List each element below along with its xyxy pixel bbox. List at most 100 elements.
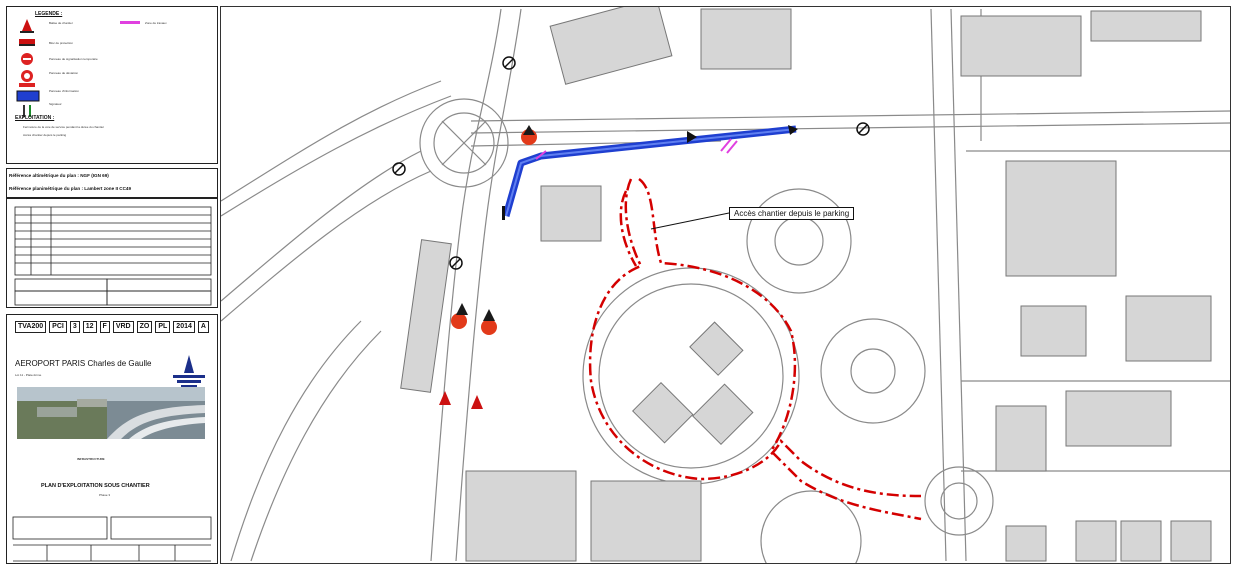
code-8: 2014 bbox=[173, 321, 195, 333]
barrier-icon bbox=[19, 39, 35, 44]
revisions-grid bbox=[14, 206, 212, 306]
plan-phase: Phase 3 bbox=[99, 493, 111, 497]
no-entry-signs bbox=[392, 56, 870, 270]
worksite-route-3 bbox=[619, 190, 638, 267]
no-entry-bar bbox=[23, 58, 31, 60]
worksite-route bbox=[588, 177, 922, 521]
building-15 bbox=[465, 470, 577, 562]
plan-title: PLAN D'EXPLOITATION SOUS CHANTIER bbox=[41, 483, 150, 489]
building-5 bbox=[1005, 160, 1117, 277]
code-9: A bbox=[197, 321, 209, 333]
work-zone-markers bbox=[535, 138, 738, 160]
logo-icon bbox=[173, 355, 205, 388]
roundabout-north bbox=[746, 188, 852, 294]
detour-sign-icon-2 bbox=[451, 313, 467, 329]
cartouche-codes: TVA200 PCI 3 12 F VRD ZO PL 2014 A bbox=[15, 321, 209, 333]
roundabout-west-cross-2 bbox=[441, 120, 487, 166]
legend-label-3: Panneau de signalisation temporaire bbox=[49, 57, 98, 61]
cone-base bbox=[20, 31, 34, 33]
legend-label-2: Bloc de protection bbox=[49, 41, 74, 45]
roundabouts bbox=[419, 98, 994, 563]
barrier-stripe bbox=[19, 44, 35, 46]
building-2 bbox=[700, 8, 792, 70]
legend-label-6: Signaleur bbox=[49, 102, 62, 106]
exploitation-line-2: Accès chantier depuis le parking bbox=[23, 133, 67, 137]
exploitation-title: EXPLOITATION : bbox=[15, 115, 55, 121]
no-entry-icon-3-bar bbox=[451, 258, 461, 268]
code-3: 12 bbox=[82, 321, 97, 333]
building-17 bbox=[632, 382, 694, 444]
roundabout-west-inner bbox=[433, 112, 495, 174]
map-canvas bbox=[221, 7, 1230, 563]
code-2: 3 bbox=[69, 321, 80, 333]
building-9 bbox=[995, 405, 1047, 472]
detour-sign-icon-1-top bbox=[523, 125, 535, 135]
no-entry-icon-1-bar bbox=[504, 58, 514, 68]
ref-planimetric: Référence planimétrique du plan : Lamber… bbox=[9, 186, 132, 191]
cartouche: TVA200 PCI 3 12 F VRD ZO PL 2014 A AEROP… bbox=[6, 314, 218, 564]
exploitation-line-1: Fermeture de la voie de service pendant … bbox=[23, 125, 105, 129]
map-callout: Accès chantier depuis le parking bbox=[729, 207, 855, 220]
building-20 bbox=[400, 239, 452, 393]
roundabout-north-inner bbox=[774, 216, 824, 266]
flag-icon-3 bbox=[502, 206, 505, 220]
legend-title: LEGENDE : bbox=[35, 11, 63, 17]
legend-label-1: Balise de chantier bbox=[49, 21, 73, 25]
cone-icon bbox=[22, 19, 32, 31]
callout-leader bbox=[650, 212, 730, 230]
building-12 bbox=[1170, 520, 1212, 562]
detour-sign-post bbox=[19, 83, 35, 87]
building-3 bbox=[960, 15, 1082, 77]
roundabout-east-inner bbox=[940, 482, 978, 520]
building-19 bbox=[689, 321, 744, 376]
legend-label-5: Panneau d'information bbox=[49, 89, 79, 93]
roundabout-east bbox=[924, 466, 994, 536]
plan-subtitle: INFRASTRUCTURE bbox=[77, 457, 105, 461]
code-5: VRD bbox=[112, 321, 134, 333]
flag-icon-2 bbox=[788, 125, 798, 135]
cone-icon-2 bbox=[471, 395, 483, 409]
building-14 bbox=[540, 185, 602, 242]
roundabout-ne bbox=[820, 318, 926, 424]
work-zone-marker-1 bbox=[535, 150, 547, 160]
legend-box: LEGENDE : Balise de chantier Bloc de pro… bbox=[6, 6, 218, 164]
road-network bbox=[221, 8, 1230, 562]
roundabout-south bbox=[760, 490, 862, 563]
detour-sign-icon-2-top bbox=[456, 303, 468, 315]
work-zone-marker-3 bbox=[726, 140, 738, 154]
airport-zone: Lot 11 - Plate-forme bbox=[15, 373, 42, 377]
cartouche-lower-grid bbox=[12, 516, 212, 562]
flag-markers bbox=[502, 125, 798, 220]
detour-sign-icon-3-top bbox=[483, 309, 495, 321]
side-panel: LEGENDE : Balise de chantier Bloc de pro… bbox=[6, 6, 218, 564]
building-10 bbox=[1075, 520, 1117, 562]
code-4: F bbox=[99, 321, 110, 333]
code-6: ZO bbox=[136, 321, 153, 333]
detour-sign-inner bbox=[24, 73, 30, 79]
hatch-icon bbox=[120, 21, 140, 24]
building-8 bbox=[1065, 390, 1172, 447]
detour-signs bbox=[451, 125, 537, 335]
ref-altimetric: Référence altimétrique du plan : NGF (IG… bbox=[9, 173, 109, 178]
references-box: Référence altimétrique du plan : NGF (IG… bbox=[6, 168, 218, 198]
building-7 bbox=[1020, 305, 1087, 357]
closed-road-blue-highlight bbox=[505, 128, 797, 217]
revisions-table bbox=[6, 198, 218, 308]
buildings bbox=[400, 7, 1212, 562]
roundabout-central-inner bbox=[598, 283, 784, 469]
work-zone-marker-2 bbox=[720, 138, 732, 152]
cones bbox=[439, 391, 483, 409]
worksite-route-2 bbox=[638, 177, 922, 521]
building-4 bbox=[1090, 10, 1202, 42]
worksite-route-1 bbox=[588, 178, 922, 498]
building-6 bbox=[1125, 295, 1212, 362]
site-map[interactable]: Accès chantier depuis le parking bbox=[220, 6, 1231, 564]
no-entry-icon-4 bbox=[856, 122, 870, 136]
aerial-photo bbox=[17, 387, 205, 439]
flag-icon-1 bbox=[687, 131, 697, 143]
no-entry-icon-1 bbox=[502, 56, 516, 70]
legend-label-4: Panneau de déviation bbox=[49, 71, 79, 75]
building-11 bbox=[1120, 520, 1162, 562]
no-entry-icon-3 bbox=[449, 256, 463, 270]
no-entry-icon-4-bar bbox=[858, 124, 868, 134]
